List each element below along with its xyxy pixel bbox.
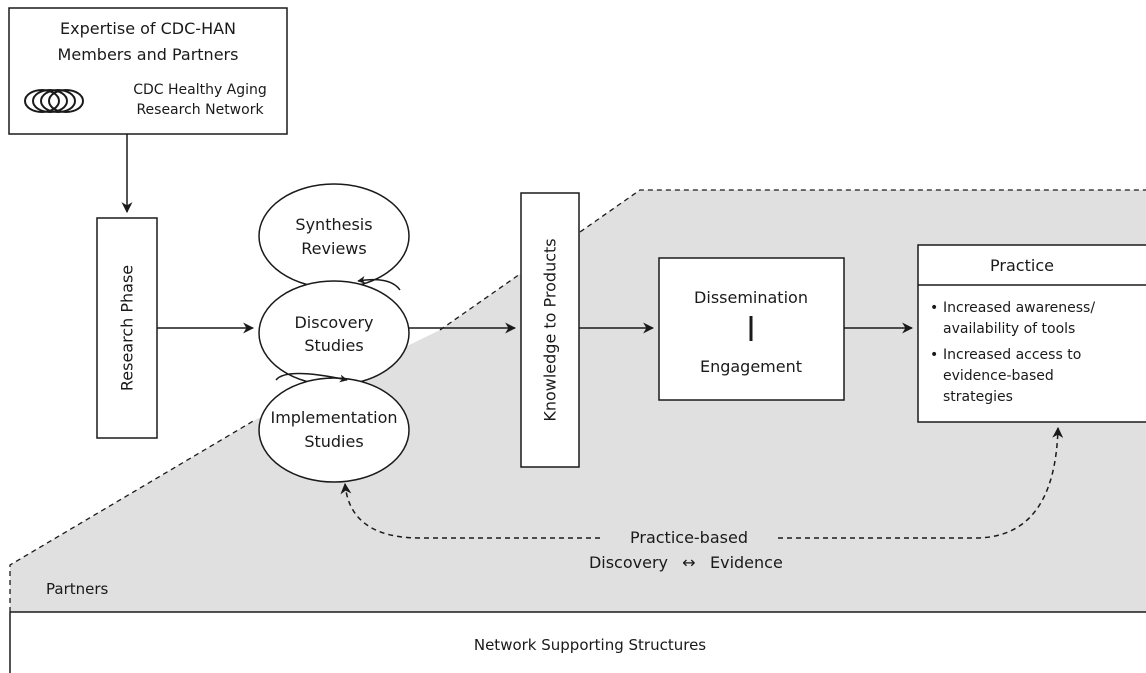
arrow-discovery-to-synthesis	[357, 275, 401, 291]
synthesis-reviews-line2: Reviews	[301, 239, 366, 258]
feedback-double-arrow-icon: ↔	[682, 553, 695, 572]
research-phase-label: Research Phase	[118, 265, 137, 391]
engagement-label: Engagement	[700, 357, 802, 376]
discovery-studies-line1: Discovery	[294, 313, 373, 332]
knowledge-to-products-label: Knowledge to Products	[541, 238, 560, 421]
partners-region-boundary	[9, 189, 1146, 612]
implementation-studies-ellipse	[258, 377, 410, 483]
practice-item2-line2: evidence-based	[943, 368, 1054, 384]
feedback-arrow-to-implementation	[340, 482, 600, 539]
research-phase-box	[96, 217, 158, 439]
synthesis-reviews-line1: Synthesis	[295, 215, 372, 234]
discovery-studies-line2: Studies	[304, 336, 363, 355]
network-name-line1: CDC Healthy Aging	[133, 82, 267, 98]
implementation-studies-line2: Studies	[304, 432, 363, 451]
synthesis-reviews-ellipse	[258, 183, 410, 289]
practice-item1-line1: Increased awareness/	[943, 300, 1095, 316]
practice-bullet-1: •	[930, 300, 938, 316]
feedback-discovery: Discovery	[589, 553, 668, 572]
knowledge-to-products-box	[520, 192, 580, 468]
implementation-studies-line1: Implementation	[270, 408, 397, 427]
expertise-title-line2: Members and Partners	[58, 45, 239, 64]
expertise-box	[8, 7, 288, 135]
practice-item1-line2: availability of tools	[943, 321, 1075, 337]
network-name-line2: Research Network	[136, 102, 264, 118]
feedback-arrow-to-practice	[778, 426, 1064, 539]
dissemination-label: Dissemination	[694, 288, 808, 307]
network-supporting-structures-label: Network Supporting Structures	[474, 636, 706, 654]
discovery-studies-ellipse	[258, 280, 410, 386]
arrow-implementation-to-discovery	[275, 372, 348, 383]
expertise-title-line1: Expertise of CDC-HAN	[60, 19, 236, 38]
cdc-han-logo-icon	[24, 89, 84, 113]
practice-item2-line1: Increased access to	[943, 347, 1081, 363]
practice-item2-line3: strategies	[943, 389, 1013, 405]
feedback-evidence: Evidence	[710, 553, 783, 572]
practice-bullet-2: •	[930, 347, 938, 363]
partners-label: Partners	[46, 580, 109, 598]
practice-title: Practice	[990, 256, 1054, 275]
feedback-practice-based: Practice-based	[630, 528, 748, 547]
practice-box	[917, 244, 1146, 423]
